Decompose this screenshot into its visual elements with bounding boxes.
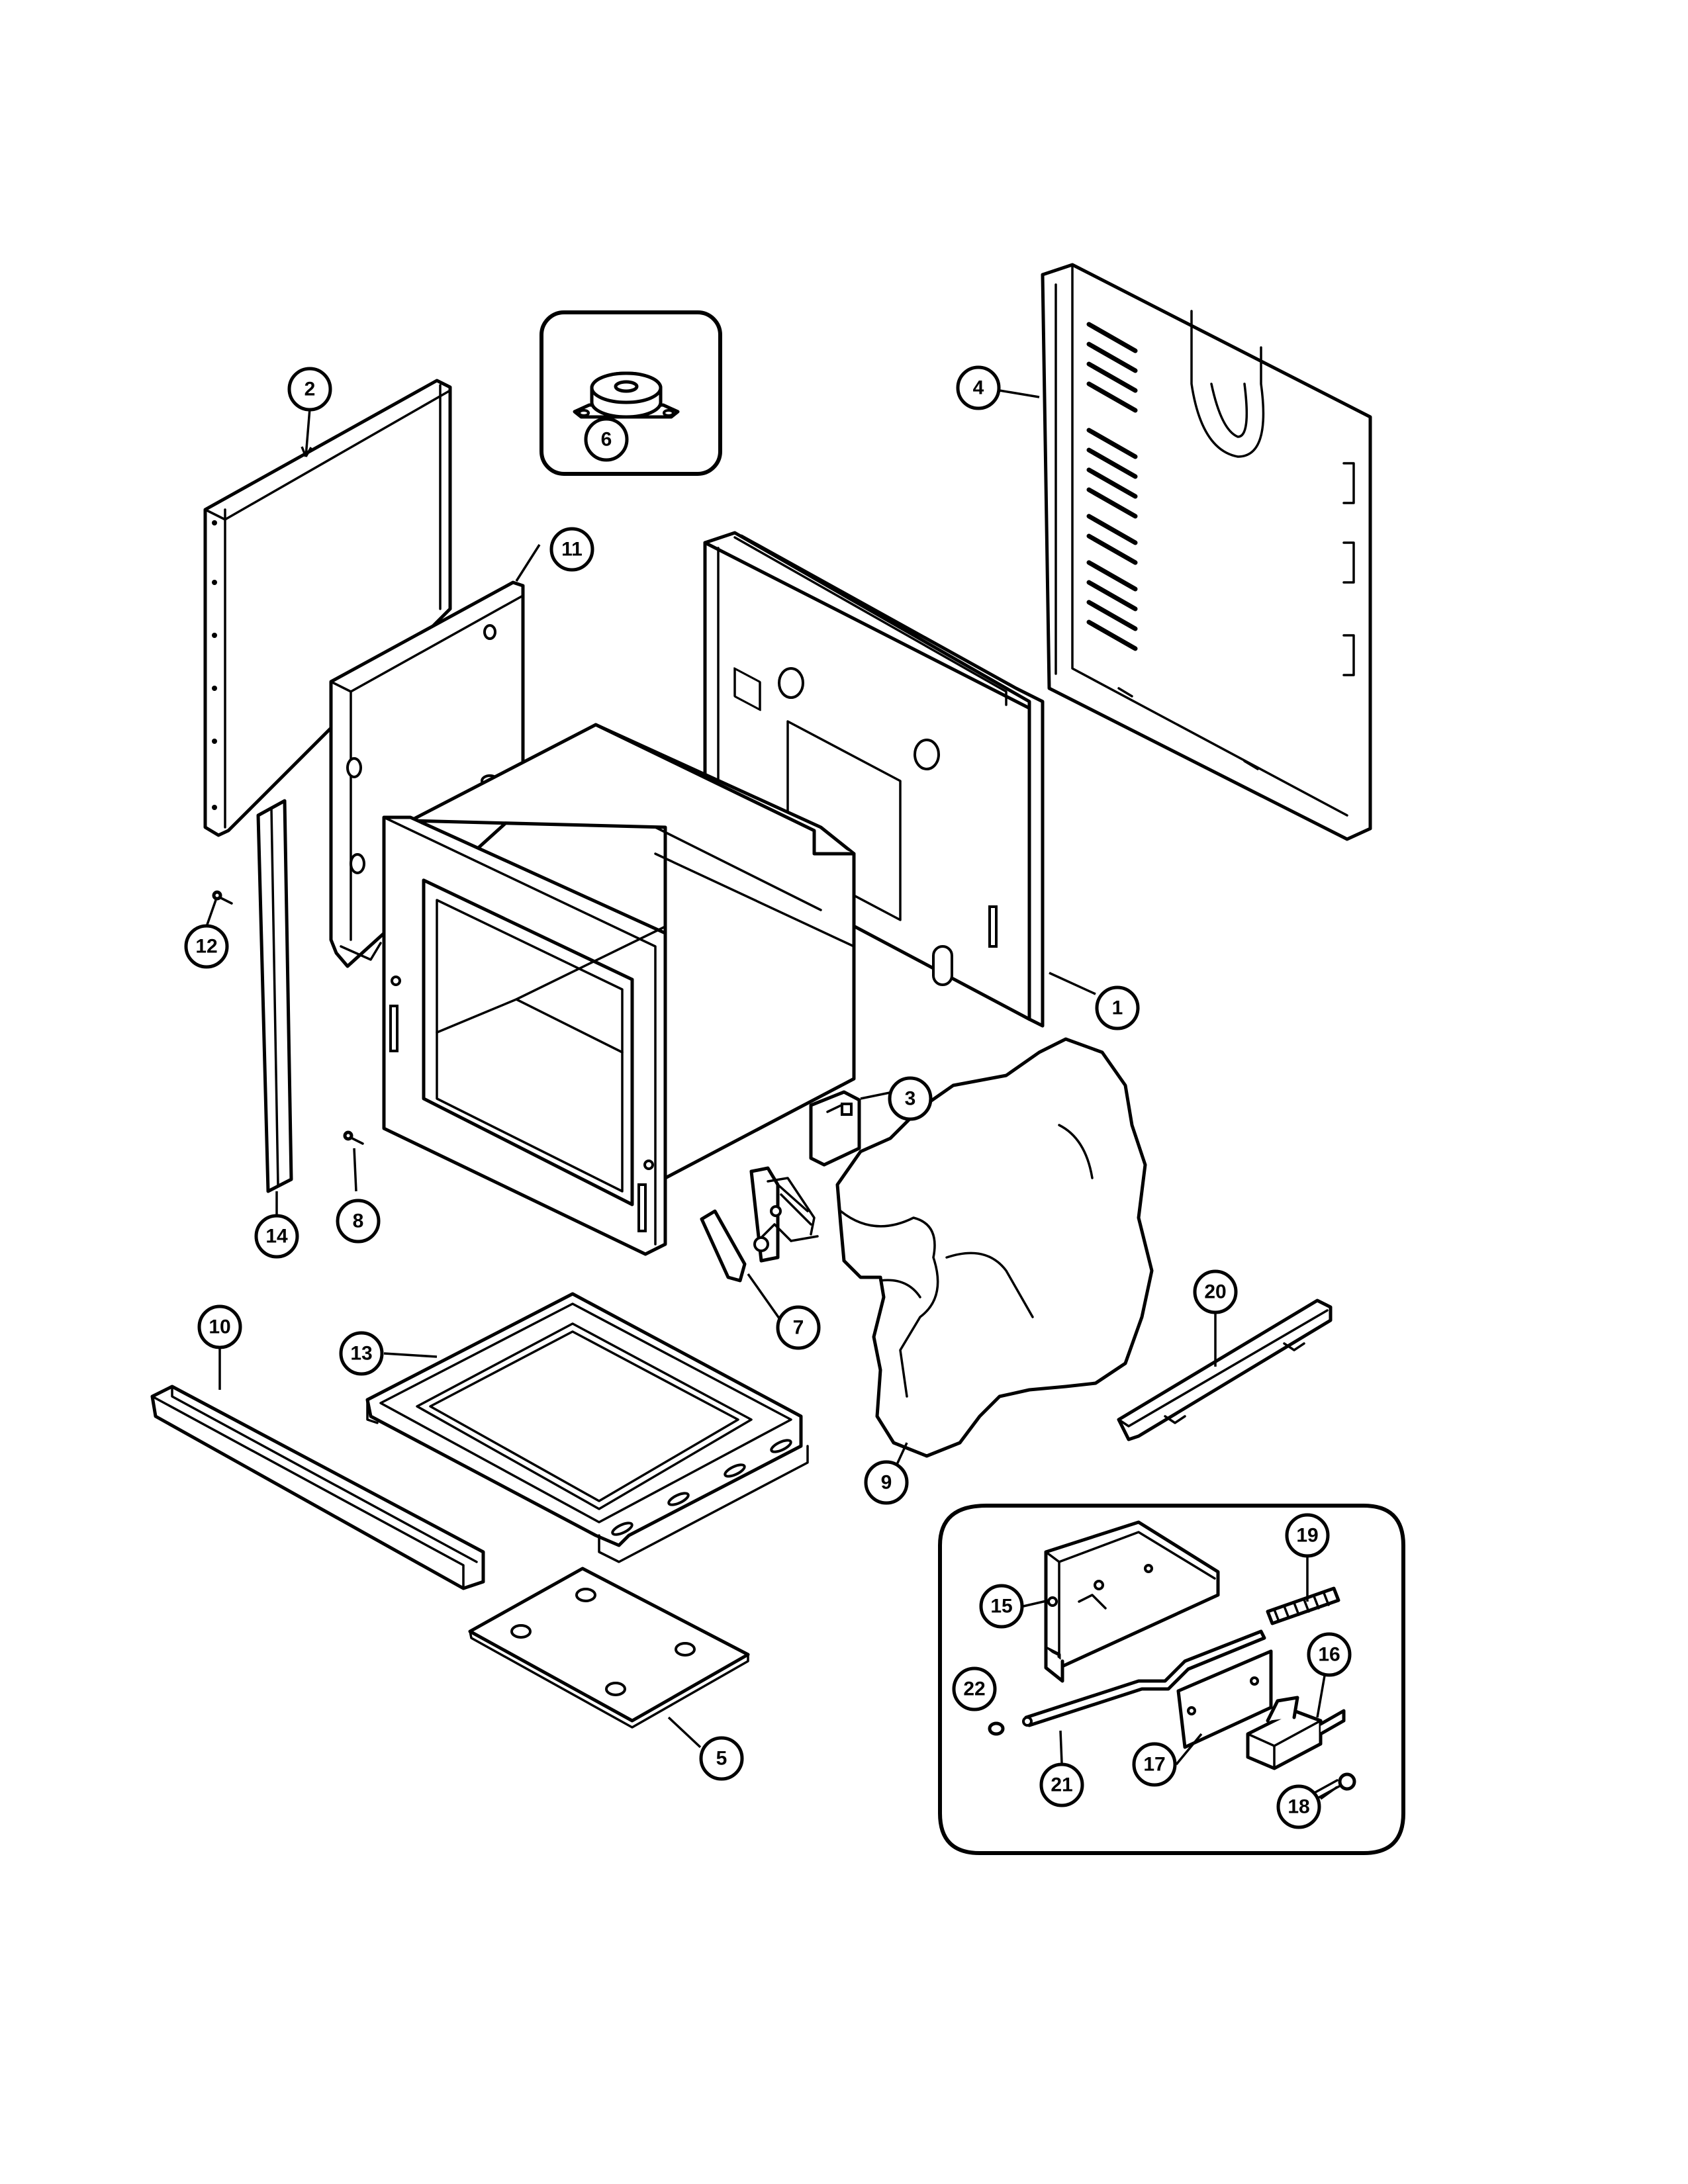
callout-6: 6 [584, 417, 629, 462]
callout-7: 7 [776, 1305, 821, 1350]
callout-7-label: 7 [793, 1317, 804, 1339]
part-21-latch-rod [1022, 1629, 1266, 1727]
part-14-trim-strip [256, 799, 293, 1193]
callout-14: 14 [254, 1214, 299, 1259]
part-20-strip [1117, 1298, 1333, 1441]
callout-4-label: 4 [973, 377, 984, 399]
part-12-screw [212, 890, 233, 905]
callout-18: 18 [1276, 1784, 1321, 1829]
part-4-rear-panel [1041, 263, 1372, 841]
part-17-plate [1176, 1649, 1273, 1749]
callout-18-label: 18 [1288, 1796, 1309, 1818]
callout-2-label: 2 [305, 379, 316, 400]
callout-1: 1 [1095, 985, 1140, 1030]
callout-15: 15 [979, 1584, 1024, 1629]
part-15-latch-bracket [1044, 1520, 1220, 1683]
oven-cavity [382, 723, 856, 1256]
callout-12: 12 [184, 924, 229, 969]
callout-12-label: 12 [195, 936, 217, 958]
part-10-front-strip [150, 1385, 485, 1590]
callout-10-label: 10 [209, 1316, 230, 1338]
callout-21: 21 [1039, 1762, 1084, 1807]
callout-9-label: 9 [881, 1472, 892, 1494]
part-16-switch [1246, 1696, 1346, 1770]
inset-box-latch-assembly [938, 1504, 1405, 1855]
part-8-screw [343, 1130, 364, 1145]
rear-panel-louvers [1086, 322, 1138, 651]
callout-13: 13 [339, 1331, 384, 1376]
part-6-thermal-switch [573, 371, 680, 419]
part-19-spring [1266, 1586, 1340, 1625]
callout-5: 5 [699, 1736, 744, 1781]
callout-5-label: 5 [716, 1748, 727, 1770]
callout-20: 20 [1193, 1269, 1238, 1314]
part-13-oven-bottom [365, 1292, 809, 1563]
part-3-bracket [809, 1090, 861, 1167]
callout-11: 11 [549, 527, 594, 572]
callout-19-label: 19 [1296, 1525, 1318, 1547]
callout-22: 22 [952, 1666, 997, 1711]
callout-1-label: 1 [1112, 997, 1123, 1019]
callout-8-label: 8 [353, 1210, 364, 1232]
leader-lines [206, 389, 1338, 1800]
callout-16: 16 [1307, 1632, 1352, 1677]
callout-13-label: 13 [350, 1343, 372, 1365]
callout-19: 19 [1285, 1513, 1330, 1558]
callout-17-label: 17 [1143, 1754, 1165, 1776]
callout-15-label: 15 [990, 1596, 1012, 1617]
callout-11-label: 11 [561, 539, 583, 561]
callout-2: 2 [287, 367, 332, 412]
callout-17: 17 [1132, 1742, 1177, 1787]
callout-21-label: 21 [1051, 1774, 1072, 1796]
callout-14-label: 14 [265, 1226, 288, 1248]
part-22-plug [988, 1721, 1005, 1736]
callout-10: 10 [197, 1304, 242, 1349]
callout-16-label: 16 [1318, 1644, 1340, 1666]
callout-22-label: 22 [963, 1678, 985, 1700]
callout-8: 8 [336, 1199, 381, 1244]
part-1-oven-back-panel [703, 531, 1045, 1028]
callout-9: 9 [864, 1460, 909, 1505]
part-5-plate [468, 1567, 750, 1729]
callout-20-label: 20 [1204, 1281, 1226, 1303]
part-7-hinge [700, 1166, 819, 1283]
side-panel-holes [212, 520, 217, 810]
callout-3-label: 3 [905, 1088, 916, 1110]
callout-3: 3 [888, 1076, 933, 1121]
callout-4: 4 [956, 365, 1001, 410]
callout-6-label: 6 [601, 429, 612, 451]
part-9-insulation [835, 1037, 1154, 1458]
inset-box-thermostat [539, 310, 722, 476]
